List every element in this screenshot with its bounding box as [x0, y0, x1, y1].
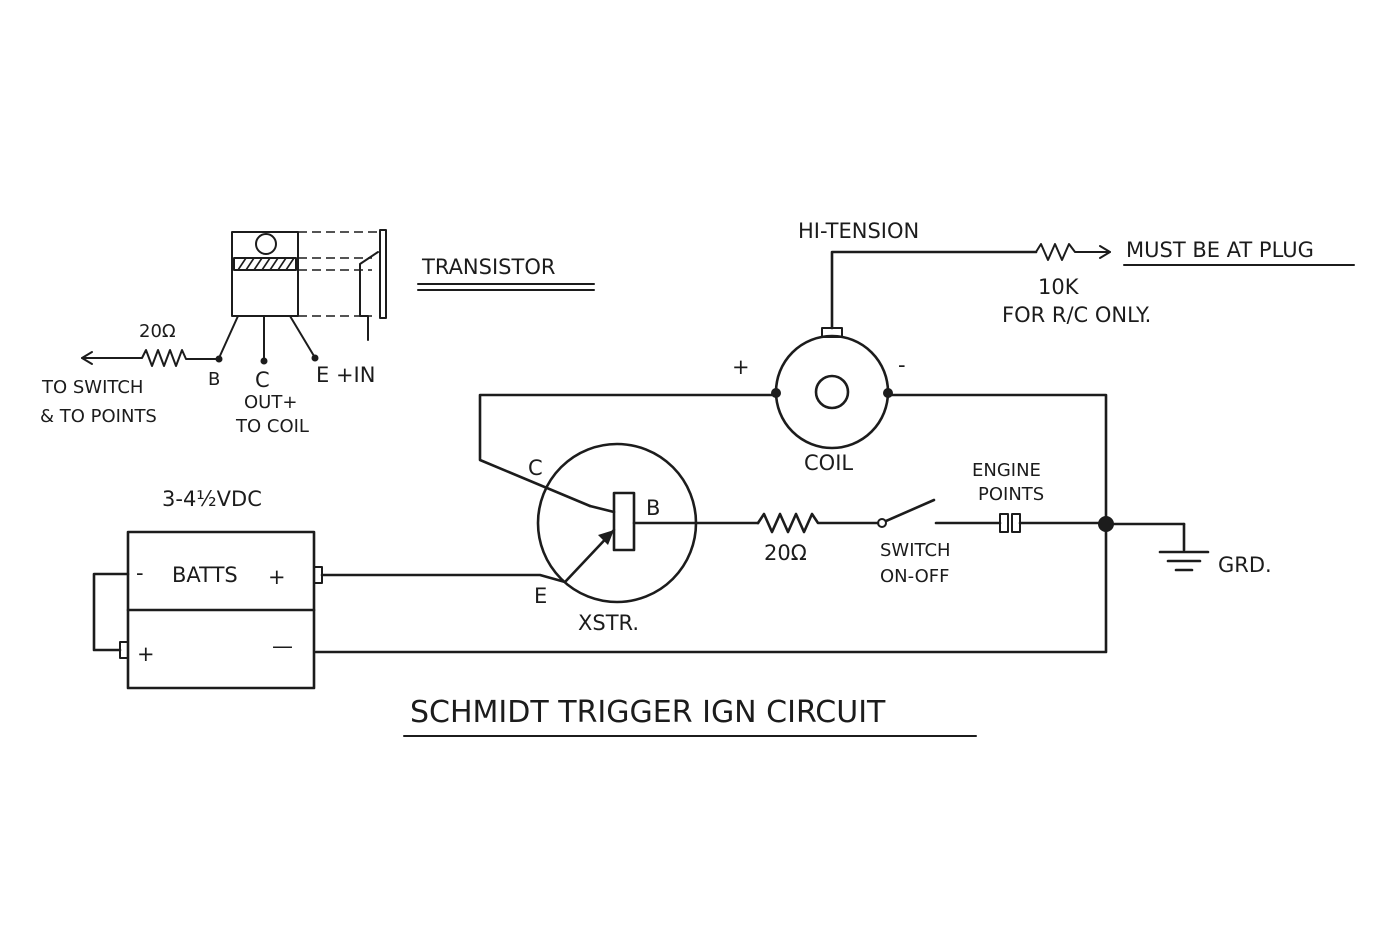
points-contact-left — [999, 513, 1009, 533]
xstr-pin-b: B — [646, 496, 660, 520]
transistor-package-detail: 20Ω B C E +IN TO SWITCH & TO POINTS OUT+… — [40, 229, 595, 437]
points-label-line2: POINTS — [978, 484, 1044, 505]
out-plus-label: OUT+ — [244, 392, 297, 413]
heat-tab — [233, 257, 297, 271]
xstr-pin-e: E — [534, 584, 547, 608]
to-switch-label: TO SWITCH — [41, 377, 143, 398]
lead-e — [289, 315, 315, 357]
battery-plus-bottom: + — [137, 642, 155, 666]
battery-minus-top: - — [136, 561, 144, 585]
lead-b — [218, 315, 239, 359]
emitter-arrow-icon — [598, 530, 614, 545]
battery: 3-4½VDC BATTS + - + — — [92, 487, 323, 690]
coil-minus-terminal — [883, 388, 893, 398]
lead-e-terminal — [311, 354, 319, 362]
hi-tension-lead: HI-TENSION MUST BE AT PLUG 10K FOR R/C O… — [798, 219, 1355, 330]
transistor-body — [231, 231, 299, 317]
wire-battery-to-emitter — [320, 573, 567, 584]
xstr-symbol: C B E XSTR. — [528, 442, 698, 635]
detail-resistor — [81, 349, 220, 367]
transistor-side-view — [379, 229, 387, 319]
diagram-title: SCHMIDT TRIGGER IGN CIRCUIT — [410, 695, 886, 730]
ignition-coil: + - COIL — [732, 327, 906, 475]
heat-tab-hatching — [237, 257, 295, 271]
mounting-hole — [255, 233, 277, 255]
detail-resistor-value: 20Ω — [139, 321, 176, 342]
battery-plus-top: + — [268, 565, 286, 589]
lead-e-label: E +IN — [316, 363, 375, 387]
wire-collector-to-coil — [478, 393, 778, 508]
switch-label-line2: ON-OFF — [880, 566, 950, 587]
switch-label-line1: SWITCH — [880, 540, 951, 561]
xstr-label: XSTR. — [578, 611, 639, 635]
ground-icon — [1158, 550, 1210, 572]
xstr-envelope — [536, 442, 698, 604]
battery-series-jumper — [92, 572, 130, 652]
coil-plus-label: + — [732, 355, 750, 379]
arrow-right-icon — [1099, 245, 1111, 259]
xstr-collector-lead — [588, 504, 616, 514]
arrow-left-icon — [81, 351, 93, 365]
transistor-side-lead — [359, 251, 379, 341]
coil-core — [814, 374, 850, 410]
xstr-base-bar — [612, 491, 636, 552]
battery-label: BATTS — [172, 563, 238, 587]
coil-body — [774, 334, 890, 450]
lead-b-label: B — [208, 369, 220, 390]
lead-c-label: C — [255, 368, 270, 392]
transistor-legend: TRANSISTOR — [421, 255, 555, 279]
hi-tension-label: HI-TENSION — [798, 219, 919, 243]
wire-coil-to-ground — [886, 393, 1108, 522]
must-be-at-plug-label: MUST BE AT PLUG — [1126, 238, 1314, 262]
coil-plus-terminal — [771, 388, 781, 398]
to-coil-label: TO COIL — [235, 416, 309, 437]
battery-voltage: 3-4½VDC — [162, 487, 262, 511]
hv-resistor-value: 10K — [1038, 275, 1080, 299]
switch-contact — [877, 518, 887, 528]
to-points-label: & TO POINTS — [40, 406, 157, 427]
lead-c-terminal — [260, 357, 268, 365]
rc-only-note: FOR R/C ONLY. — [1002, 303, 1151, 327]
wiring — [314, 393, 1210, 654]
xstr-pin-c: C — [528, 456, 543, 480]
switch-blade — [884, 498, 936, 523]
hv-wire — [830, 250, 1038, 330]
battery-minus-bottom: — — [272, 634, 293, 658]
ground-label: GRD. — [1218, 553, 1272, 577]
coil-label: COIL — [804, 451, 853, 475]
base-resistor-value: 20Ω — [764, 541, 807, 565]
coil-minus-label: - — [898, 353, 906, 377]
hv-resistor — [1035, 243, 1111, 261]
points-label-line1: ENGINE — [972, 460, 1041, 481]
wire-ground-return — [314, 526, 1108, 654]
base-resistor — [756, 512, 880, 534]
